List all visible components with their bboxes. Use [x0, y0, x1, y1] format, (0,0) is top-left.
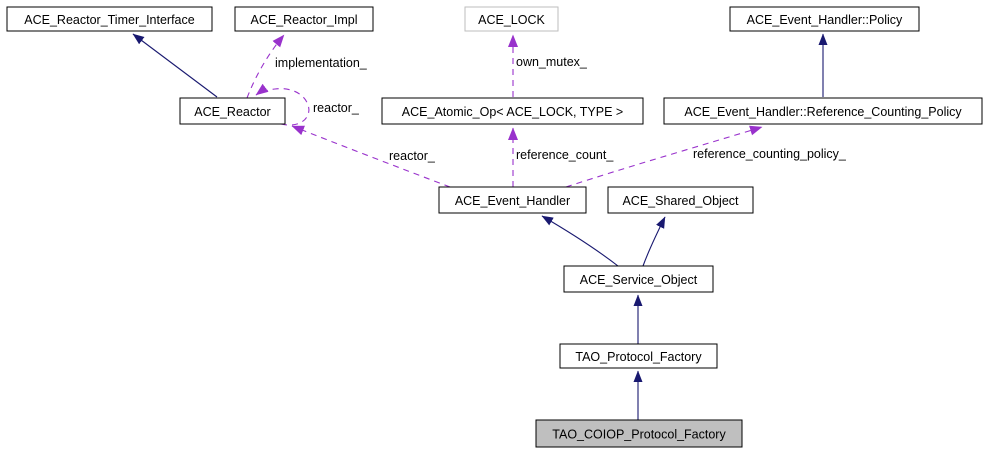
node-ace-event-handler-reference-counting-policy[interactable]: ACE_Event_Handler::Reference_Counting_Po…: [663, 97, 983, 125]
node-box[interactable]: [559, 343, 718, 369]
node-label: ACE_LOCK: [478, 13, 545, 27]
node-box[interactable]: [563, 265, 714, 293]
node-label: ACE_Event_Handler: [455, 194, 570, 208]
edge-label-reactor-self: reactor_: [313, 101, 360, 115]
node-label: ACE_Atomic_Op< ACE_LOCK, TYPE >: [402, 105, 623, 119]
node-label: ACE_Service_Object: [580, 273, 698, 287]
node-ace-event-handler-policy[interactable]: ACE_Event_Handler::Policy: [729, 6, 920, 32]
node-box[interactable]: [381, 97, 644, 125]
node-ace-lock: ACE_LOCK: [464, 6, 559, 32]
node-label: TAO_COIOP_Protocol_Factory: [552, 428, 726, 442]
edge-inherit-service-object-to-event-handler: [541, 215, 619, 267]
edge-usage-event-handler-to-ref-counting-policy: [565, 125, 763, 188]
node-ace-service-object[interactable]: ACE_Service_Object: [563, 265, 714, 293]
node-box[interactable]: [438, 186, 587, 214]
node-box[interactable]: [607, 186, 754, 214]
edge-label-reference-count: reference_count_: [516, 148, 614, 162]
node-tao-protocol-factory[interactable]: TAO_Protocol_Factory: [559, 343, 718, 369]
node-label: ACE_Shared_Object: [622, 194, 739, 208]
edge-usage-reactor-to-reactor-impl: [246, 34, 285, 99]
node-box[interactable]: [729, 6, 920, 32]
nodes: ACE_Reactor_Timer_Interface ACE_Reactor_…: [6, 6, 983, 448]
edge-inherit-service-object-to-shared-object: [642, 216, 666, 267]
edge-label-reference-counting-policy: reference_counting_policy_: [693, 147, 847, 161]
node-label: ACE_Reactor_Impl: [251, 13, 358, 27]
node-ace-reactor[interactable]: ACE_Reactor: [179, 97, 286, 125]
node-box: [535, 419, 743, 448]
node-box: [464, 6, 559, 32]
edge-usage-reactor-self-loop: [255, 83, 310, 126]
node-ace-reactor-impl[interactable]: ACE_Reactor_Impl: [234, 6, 374, 32]
edge-inherit-reactor-to-reactor-timer-interface: [132, 33, 218, 98]
node-label: ACE_Event_Handler::Reference_Counting_Po…: [684, 105, 962, 119]
node-box[interactable]: [663, 97, 983, 125]
node-box[interactable]: [179, 97, 286, 125]
edge-label-own-mutex: own_mutex_: [516, 55, 588, 69]
node-label: ACE_Reactor_Timer_Interface: [24, 13, 194, 27]
node-label: ACE_Event_Handler::Policy: [747, 13, 903, 27]
node-box[interactable]: [6, 6, 213, 32]
node-ace-reactor-timer-interface[interactable]: ACE_Reactor_Timer_Interface: [6, 6, 213, 32]
edge-labels: implementation_ own_mutex_ reactor_ reac…: [275, 55, 847, 163]
node-tao-coiop-protocol-factory: TAO_COIOP_Protocol_Factory: [535, 419, 743, 448]
edge-label-implementation: implementation_: [275, 56, 368, 70]
node-ace-event-handler[interactable]: ACE_Event_Handler: [438, 186, 587, 214]
node-label: ACE_Reactor: [194, 105, 270, 119]
edge-label-reactor: reactor_: [389, 149, 436, 163]
node-ace-atomic-op[interactable]: ACE_Atomic_Op< ACE_LOCK, TYPE >: [381, 97, 644, 125]
edges: [132, 33, 828, 420]
node-ace-shared-object[interactable]: ACE_Shared_Object: [607, 186, 754, 214]
node-label: TAO_Protocol_Factory: [575, 350, 702, 364]
node-box[interactable]: [234, 6, 374, 32]
